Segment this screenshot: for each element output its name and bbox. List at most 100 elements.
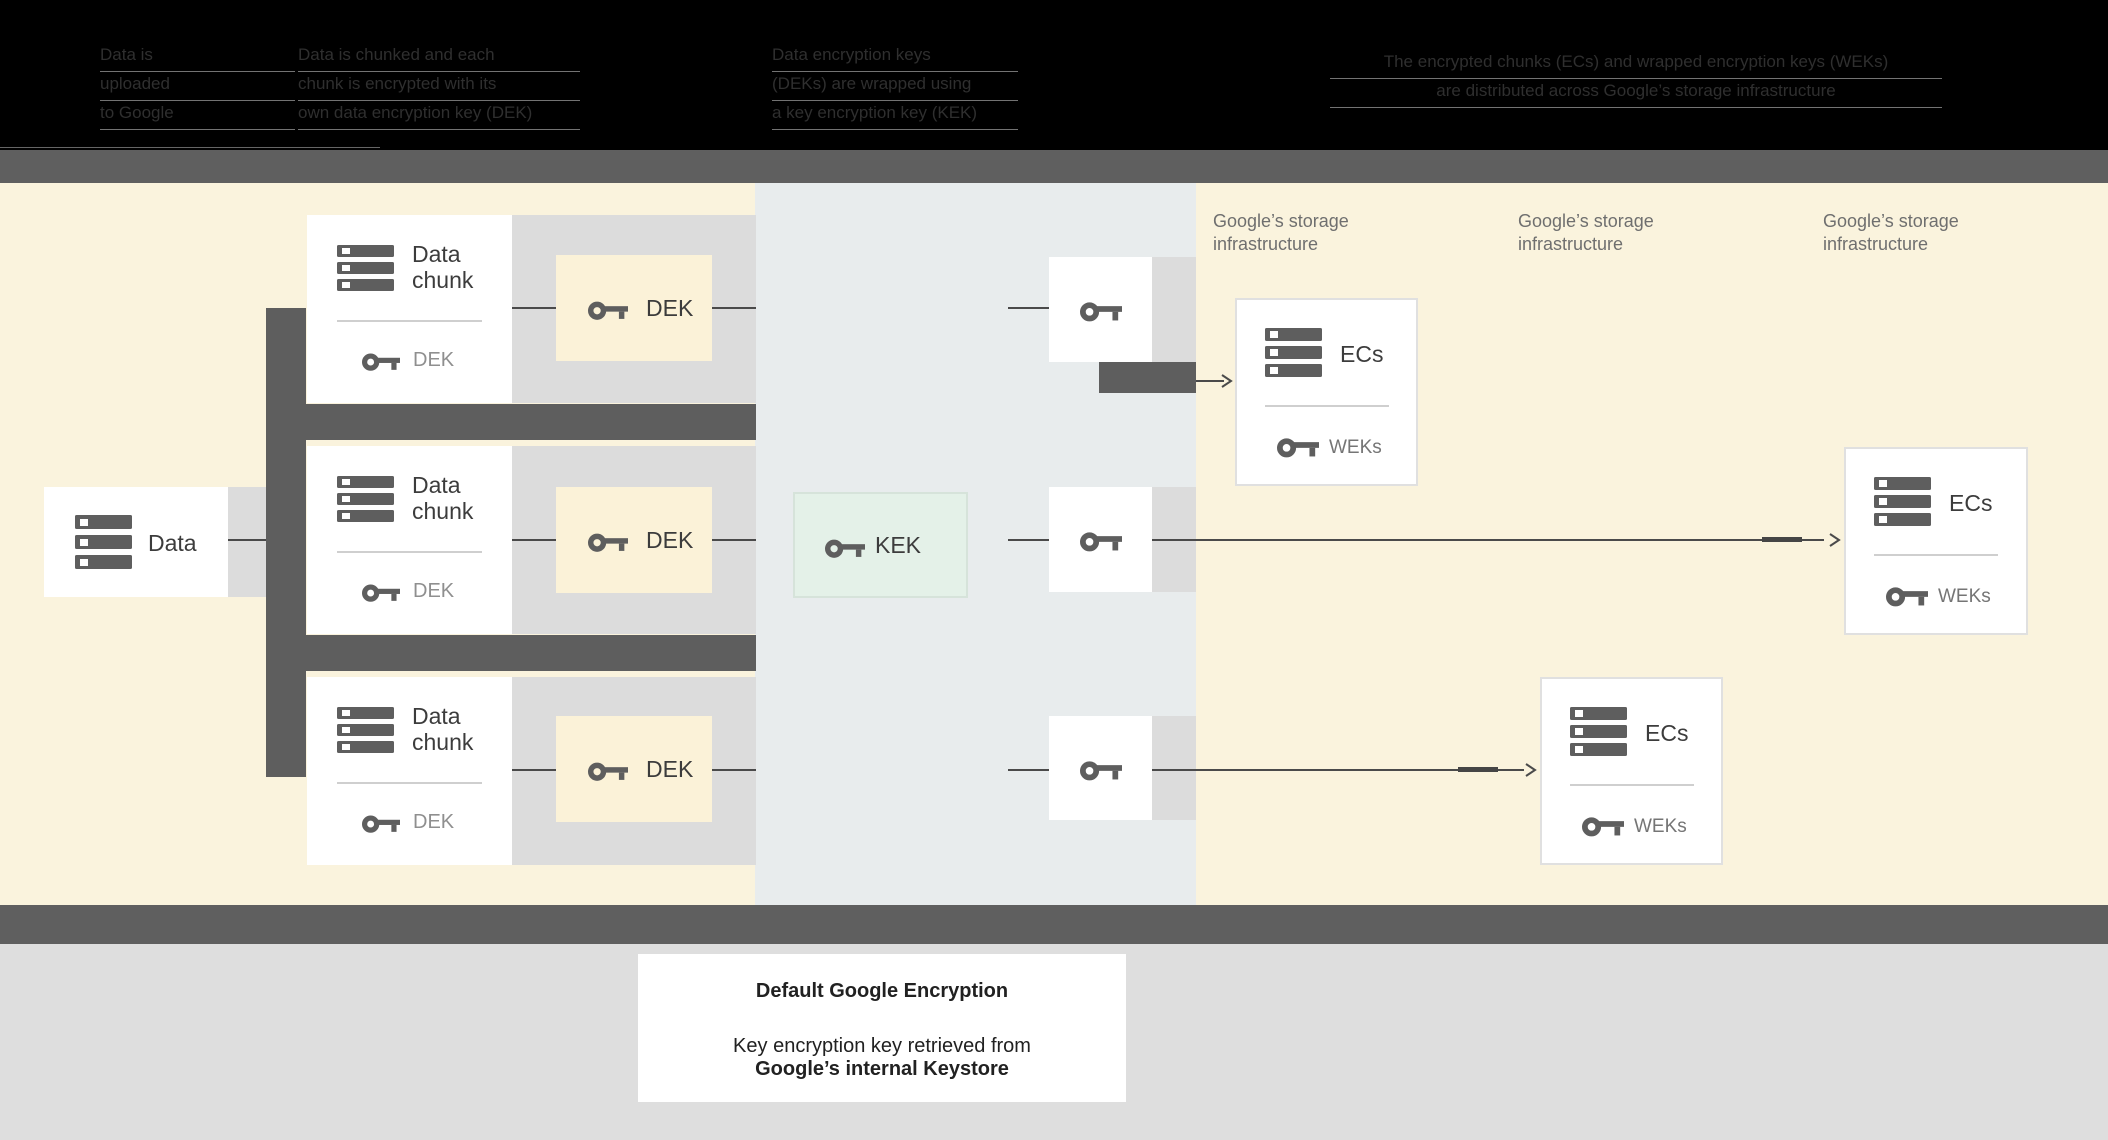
header-step-2-line-3: own data encryption key (DEK) xyxy=(298,104,580,130)
ecs-divider xyxy=(1265,405,1389,407)
server-icon xyxy=(337,707,394,753)
arrowhead-ecs1 xyxy=(1221,374,1233,388)
arrow-line-ecs3 xyxy=(1152,769,1524,771)
header-step-4: The encrypted chunks (ECs) and wrapped e… xyxy=(1330,53,1942,111)
key-icon xyxy=(362,584,400,602)
server-icon xyxy=(1874,477,1931,526)
kek-box: KEK xyxy=(793,492,968,598)
ecs-label: ECs xyxy=(1340,341,1384,367)
dek-box-label: DEK xyxy=(646,527,694,553)
header-step-2: Data is chunked and each chunk is encryp… xyxy=(298,46,580,133)
trunk-bar xyxy=(266,308,306,777)
ecs-divider xyxy=(1570,784,1694,786)
storage-label-1-line-1: Google’s storage xyxy=(1213,211,1349,231)
header: Data is uploaded to Google Data is chunk… xyxy=(0,0,2108,150)
header-step-2-line-1: Data is chunked and each xyxy=(298,46,580,72)
key-icon xyxy=(1277,438,1319,458)
data-box: Data xyxy=(44,487,228,597)
dek-box-1: DEK xyxy=(556,255,712,361)
row-divider-bar-1 xyxy=(266,404,756,440)
connector-chunk3-dek3 xyxy=(512,769,556,771)
header-scratch-line xyxy=(0,147,380,148)
key-icon xyxy=(588,533,628,552)
dek-box-2: DEK xyxy=(556,487,712,593)
key-icon xyxy=(1886,587,1928,607)
arrowhead-ecs3 xyxy=(1525,763,1537,777)
chunk-divider xyxy=(337,782,482,784)
chunk-divider xyxy=(337,320,482,322)
server-icon xyxy=(75,515,132,569)
dek-box-label: DEK xyxy=(646,295,694,321)
key-icon xyxy=(362,815,400,833)
caption-line-1: Key encryption key retrieved from xyxy=(733,1035,1031,1057)
chunk-divider xyxy=(337,551,482,553)
server-icon xyxy=(337,245,394,291)
ecs-box-3: ECs WEKs xyxy=(1540,677,1723,865)
header-step-4-line-1: The encrypted chunks (ECs) and wrapped e… xyxy=(1330,53,1942,79)
chunk-title-line-1: Data xyxy=(412,241,461,267)
storage-label-2: Google’s storage infrastructure xyxy=(1518,210,1654,256)
connector-key3-stub xyxy=(1008,769,1049,771)
storage-label-3: Google’s storage infrastructure xyxy=(1823,210,1959,256)
key-icon xyxy=(588,301,628,320)
weks-label: WEKs xyxy=(1938,586,1991,607)
connector-key1-stub xyxy=(1008,307,1049,309)
storage-label-2-line-1: Google’s storage xyxy=(1518,211,1654,231)
storage-label-3-line-2: infrastructure xyxy=(1823,234,1929,254)
dek-box-label: DEK xyxy=(646,756,694,782)
server-icon xyxy=(1570,707,1627,756)
chunk-box-1: Data chunk DEK xyxy=(307,215,512,403)
header-step-4-line-2: are distributed across Google’s storage … xyxy=(1330,82,1942,108)
data-box-label: Data xyxy=(148,530,197,556)
connector-dek2-band xyxy=(712,539,756,541)
ecs-label: ECs xyxy=(1645,720,1689,746)
chunk-title-line-2: chunk xyxy=(412,729,474,755)
chunk-box-2: Data chunk DEK xyxy=(307,446,512,634)
server-icon xyxy=(337,476,394,522)
chunk-title-line-1: Data xyxy=(412,472,461,498)
caption-line-2: Google’s internal Keystore xyxy=(755,1058,1009,1080)
ecs-box-1: ECs WEKs xyxy=(1235,298,1418,486)
bottom-divider-bar xyxy=(0,905,2108,944)
server-icon xyxy=(1265,328,1322,377)
storage-label-1-line-2: infrastructure xyxy=(1213,234,1319,254)
row-divider-bar-2 xyxy=(266,635,756,671)
storage-label-2-line-2: infrastructure xyxy=(1518,234,1624,254)
diagram-canvas: Google’s storage infrastructure Google’s… xyxy=(0,183,2108,905)
chunk-dek-label: DEK xyxy=(413,580,455,602)
kek-box-label: KEK xyxy=(875,532,922,558)
wrap-key-box-1 xyxy=(1049,257,1152,362)
arrowhead-ecs2 xyxy=(1829,533,1841,547)
chunk-title: Data chunk xyxy=(412,703,473,755)
ecs-label: ECs xyxy=(1949,490,1993,516)
key-icon xyxy=(1080,761,1122,781)
storage-label-3-line-1: Google’s storage xyxy=(1823,211,1959,231)
chunk-title-line-2: chunk xyxy=(412,267,474,293)
caption-box: Default Google Encryption Key encryption… xyxy=(638,954,1126,1102)
footer-area: Default Google Encryption Key encryption… xyxy=(0,944,2108,1140)
header-step-2-line-2: chunk is encrypted with its xyxy=(298,75,580,101)
header-step-1-line-3: to Google xyxy=(100,104,295,130)
header-step-3-line-1: Data encryption keys xyxy=(772,46,1018,72)
dek-box-3: DEK xyxy=(556,716,712,822)
connector-dek3-band xyxy=(712,769,756,771)
arrow-line-ecs1 xyxy=(1196,380,1224,382)
weks-label: WEKs xyxy=(1329,437,1382,458)
connector-chunk1-dek1 xyxy=(512,307,556,309)
connector-chunk2-dek2 xyxy=(512,539,556,541)
arrow-thick-segment-ecs3 xyxy=(1458,767,1498,772)
key-icon xyxy=(588,762,628,781)
key-icon xyxy=(1080,532,1122,552)
header-step-3-line-3: a key encryption key (KEK) xyxy=(772,104,1018,130)
key-icon xyxy=(362,353,400,371)
connector-data-trunk xyxy=(228,539,266,541)
chunk-title: Data chunk xyxy=(412,472,473,524)
chunk-title-line-2: chunk xyxy=(412,498,474,524)
chunk-dek-label: DEK xyxy=(413,349,455,371)
key-icon xyxy=(1582,817,1624,837)
wrap-key-output-bar xyxy=(1099,362,1196,393)
key-icon xyxy=(825,539,865,558)
arrow-thick-segment-ecs2 xyxy=(1762,537,1802,542)
caption-title: Default Google Encryption xyxy=(755,980,1009,1002)
